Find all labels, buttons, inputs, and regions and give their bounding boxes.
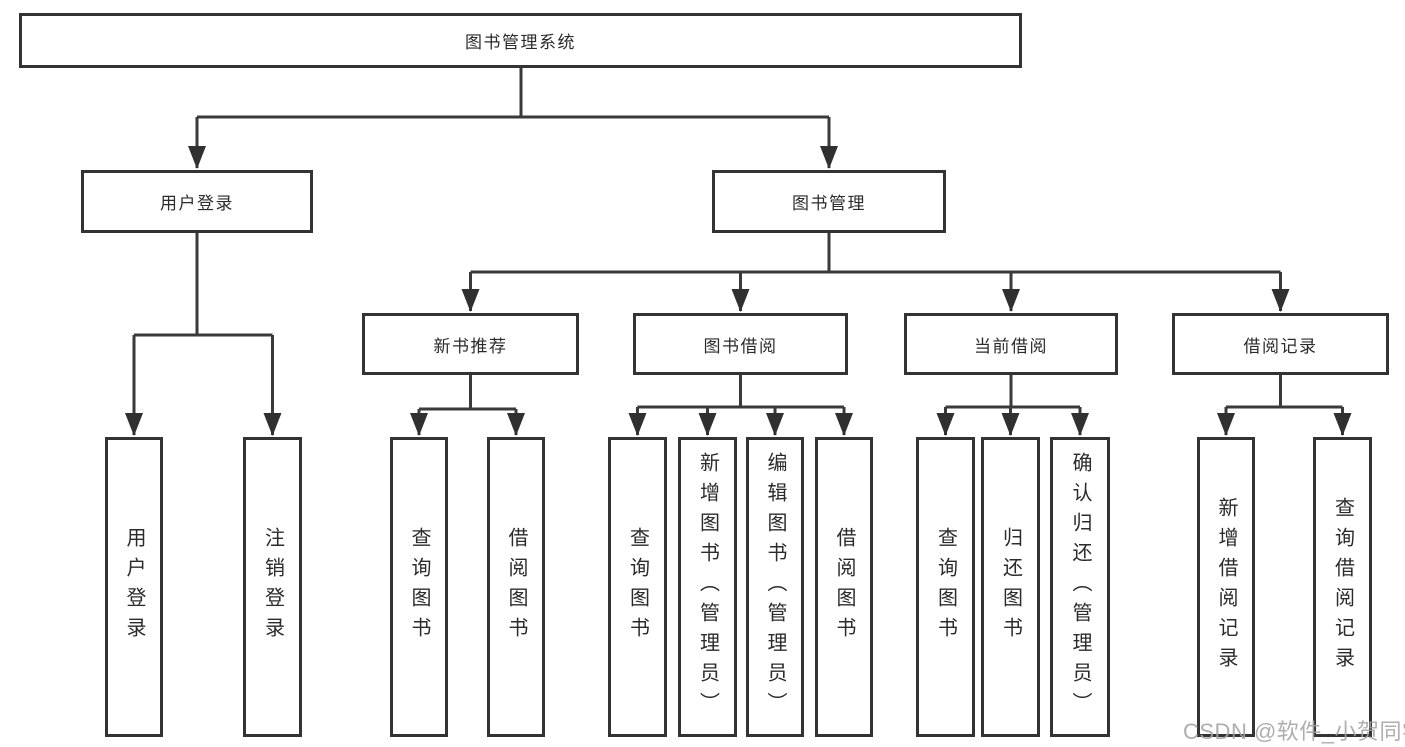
- leaf-add-borrow-record: 新增借阅记录: [1197, 437, 1255, 737]
- node-book-borrowing: 图书借阅: [633, 313, 848, 375]
- leaf-borrow-books: 借阅图书: [815, 437, 873, 737]
- leaf-add-books-admin: 新增图书（管理员）: [678, 437, 737, 737]
- leaf-borrow-books-recommend: 借阅图书: [487, 437, 545, 737]
- leaf-query-borrow-record: 查询借阅记录: [1313, 437, 1372, 737]
- node-library-management-system: 图书管理系统: [19, 13, 1022, 68]
- node-current-borrowing: 当前借阅: [904, 313, 1118, 375]
- node-book-management: 图书管理: [712, 170, 946, 233]
- node-user-login: 用户登录: [81, 170, 313, 233]
- leaf-logout-login: 注销登录: [243, 437, 302, 737]
- leaf-query-books-recommend: 查询图书: [390, 437, 448, 737]
- leaf-return-books: 归还图书: [981, 437, 1040, 737]
- leaf-edit-books-admin: 编辑图书（管理员）: [746, 437, 804, 737]
- csdn-watermark: CSDN @软件_小贺同学: [1183, 719, 1405, 744]
- leaf-user-login: 用户登录: [105, 437, 163, 737]
- node-new-book-recommendation: 新书推荐: [362, 313, 579, 375]
- leaf-confirm-return-admin: 确认归还（管理员）: [1050, 437, 1110, 737]
- leaf-query-books-borrow: 查询图书: [608, 437, 667, 737]
- node-borrowing-records: 借阅记录: [1172, 313, 1389, 375]
- leaf-query-books-current: 查询图书: [916, 437, 975, 737]
